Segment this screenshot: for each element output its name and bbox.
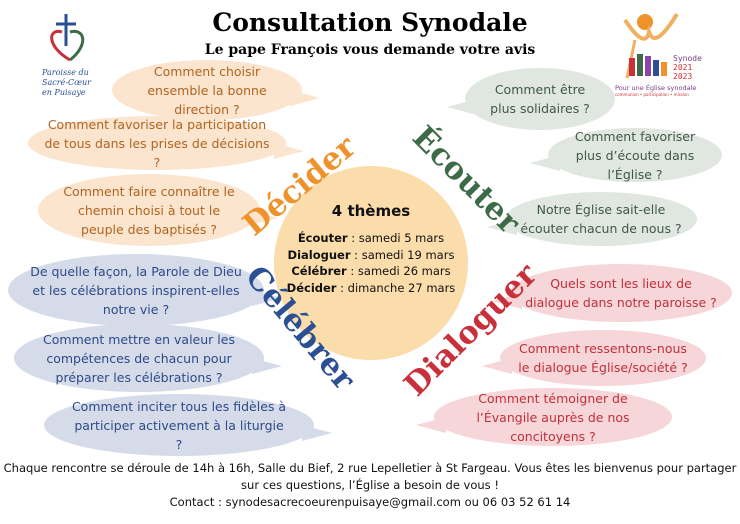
question-bubble: Comment témoigner de l’Évangile auprès d… <box>416 388 672 446</box>
page-subtitle: Le pape François vous demande votre avis <box>204 42 536 58</box>
question-bubble: Notre Église sait-elle écouter chacun de… <box>487 192 697 246</box>
question-bubble: Comment inciter tous les fidèles à parti… <box>44 394 332 456</box>
question-bubble: De quelle façon, la Parole de Dieu et le… <box>8 254 282 326</box>
synod-figure-icon <box>623 12 679 79</box>
schedule-item: Décider : dimanche 27 mars <box>286 280 456 295</box>
question-bubble: Comment ressentons-nous le dialogue Égli… <box>482 330 706 386</box>
schedule-item: Écouter : samedi 5 mars <box>297 231 445 245</box>
cross-heart-icon <box>50 14 85 62</box>
parish-logo: Paroisse du Sacré-Cœur en Puisaye <box>42 12 98 104</box>
footer-contact: Contact : synodesacrecoeurenpuisaye@gmai… <box>169 495 571 509</box>
footer-info: Chaque rencontre se déroule de 14h à 16h… <box>3 461 737 475</box>
question-bubble: Comment favoriser plus d’écoute dans l’É… <box>530 128 722 182</box>
question-bubble: Comment faire connaître le chemin choisi… <box>38 174 278 246</box>
schedule-item: Dialoguer : samedi 19 mars <box>287 247 455 262</box>
question-bubble: Comment favoriser la participation de to… <box>28 116 304 170</box>
synod-logo: Synode 2021 2023 Pour une Église synodal… <box>615 10 715 110</box>
footer-info: sur ces questions, l’Église a besoin de … <box>241 478 499 492</box>
question-bubble: Comment choisir ensemble la bonne direct… <box>112 60 320 120</box>
page-title: Consultation Synodale <box>212 8 528 37</box>
question-bubble: Comment mettre en valeur les compétences… <box>14 324 282 392</box>
question-bubble: Quels sont les lieux de dialogue dans no… <box>492 264 732 322</box>
themes-title: 4 thèmes <box>331 202 411 220</box>
themes-circle: 4 thèmes Écouter : samedi 5 mars Dialogu… <box>274 166 468 360</box>
question-bubble: Comment être plus solidaires ? <box>447 68 615 130</box>
schedule-item: Célébrer : samedi 26 mars <box>291 264 451 278</box>
